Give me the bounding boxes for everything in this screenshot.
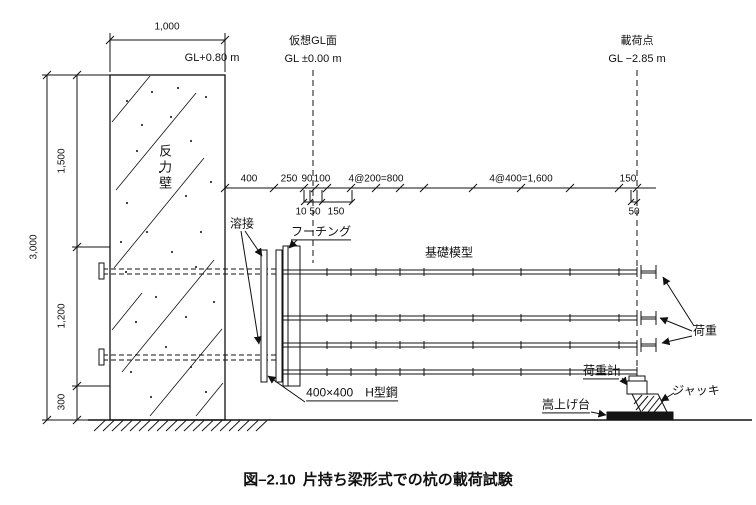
dim-sub-50: 50 — [309, 206, 321, 218]
figure-title: 片持ち梁形式での杭の載荷試験 — [302, 471, 513, 489]
reaction-wall-shape — [109, 74, 226, 421]
dim-4at200: 4@200=800 — [348, 173, 404, 185]
figure-caption: 図–2.10 片持ち梁形式での杭の載荷試験 — [243, 469, 513, 490]
dim-90: 90 — [301, 173, 313, 185]
dim-sub-50-right: 50 — [628, 206, 640, 218]
virtual-gl-title: 仮想GL面 — [289, 34, 337, 47]
jack-label: ジャッキ — [672, 383, 720, 398]
h-beam-label: 400×400 H型鋼 — [306, 386, 398, 402]
load-cell-shape — [626, 380, 648, 395]
dim-3000: 3,000 — [28, 234, 40, 260]
dim-sub-150: 150 — [327, 206, 345, 218]
dim-150: 150 — [619, 173, 637, 185]
load-apparatus — [606, 265, 674, 421]
concrete-dots — [119, 86, 216, 399]
load-point-value: GL −2.85 m — [608, 52, 666, 65]
footing-label: フーチング — [290, 225, 352, 241]
weld-label: 溶接 — [229, 216, 255, 231]
load-point-title: 載荷点 — [620, 34, 654, 47]
figure-number: 図–2.10 — [243, 471, 296, 489]
piles — [283, 267, 638, 377]
reaction-wall-label: 反力壁 — [157, 144, 173, 192]
wall-top-level-label: GL+0.80 m — [184, 51, 240, 64]
dim-4at400: 4@400=1,600 — [489, 173, 553, 185]
dim-sub-10: 10 — [295, 206, 307, 218]
dim-100: 100 — [313, 173, 331, 185]
dim-wall-width: 1,000 — [154, 21, 180, 33]
platform-shape — [606, 411, 674, 421]
dim-1500: 1,500 — [56, 148, 68, 174]
dim-1200: 1,200 — [56, 303, 68, 329]
dimension-lines — [42, 33, 656, 425]
virtual-gl-value: GL ±0.00 m — [284, 52, 342, 65]
dim-250: 250 — [280, 173, 298, 185]
dim-400: 400 — [240, 173, 258, 185]
load-cell-label: 荷重計 — [582, 364, 620, 380]
platform-label: 嵩上げ台 — [541, 398, 591, 414]
jack-shape — [631, 393, 668, 413]
foundation-model-label: 基礎模型 — [424, 245, 474, 260]
tie-rods — [98, 262, 288, 366]
leader-arrows — [240, 230, 695, 418]
load-label: 荷重 — [692, 323, 718, 338]
ground-line — [88, 419, 752, 432]
dim-300: 300 — [56, 393, 68, 411]
